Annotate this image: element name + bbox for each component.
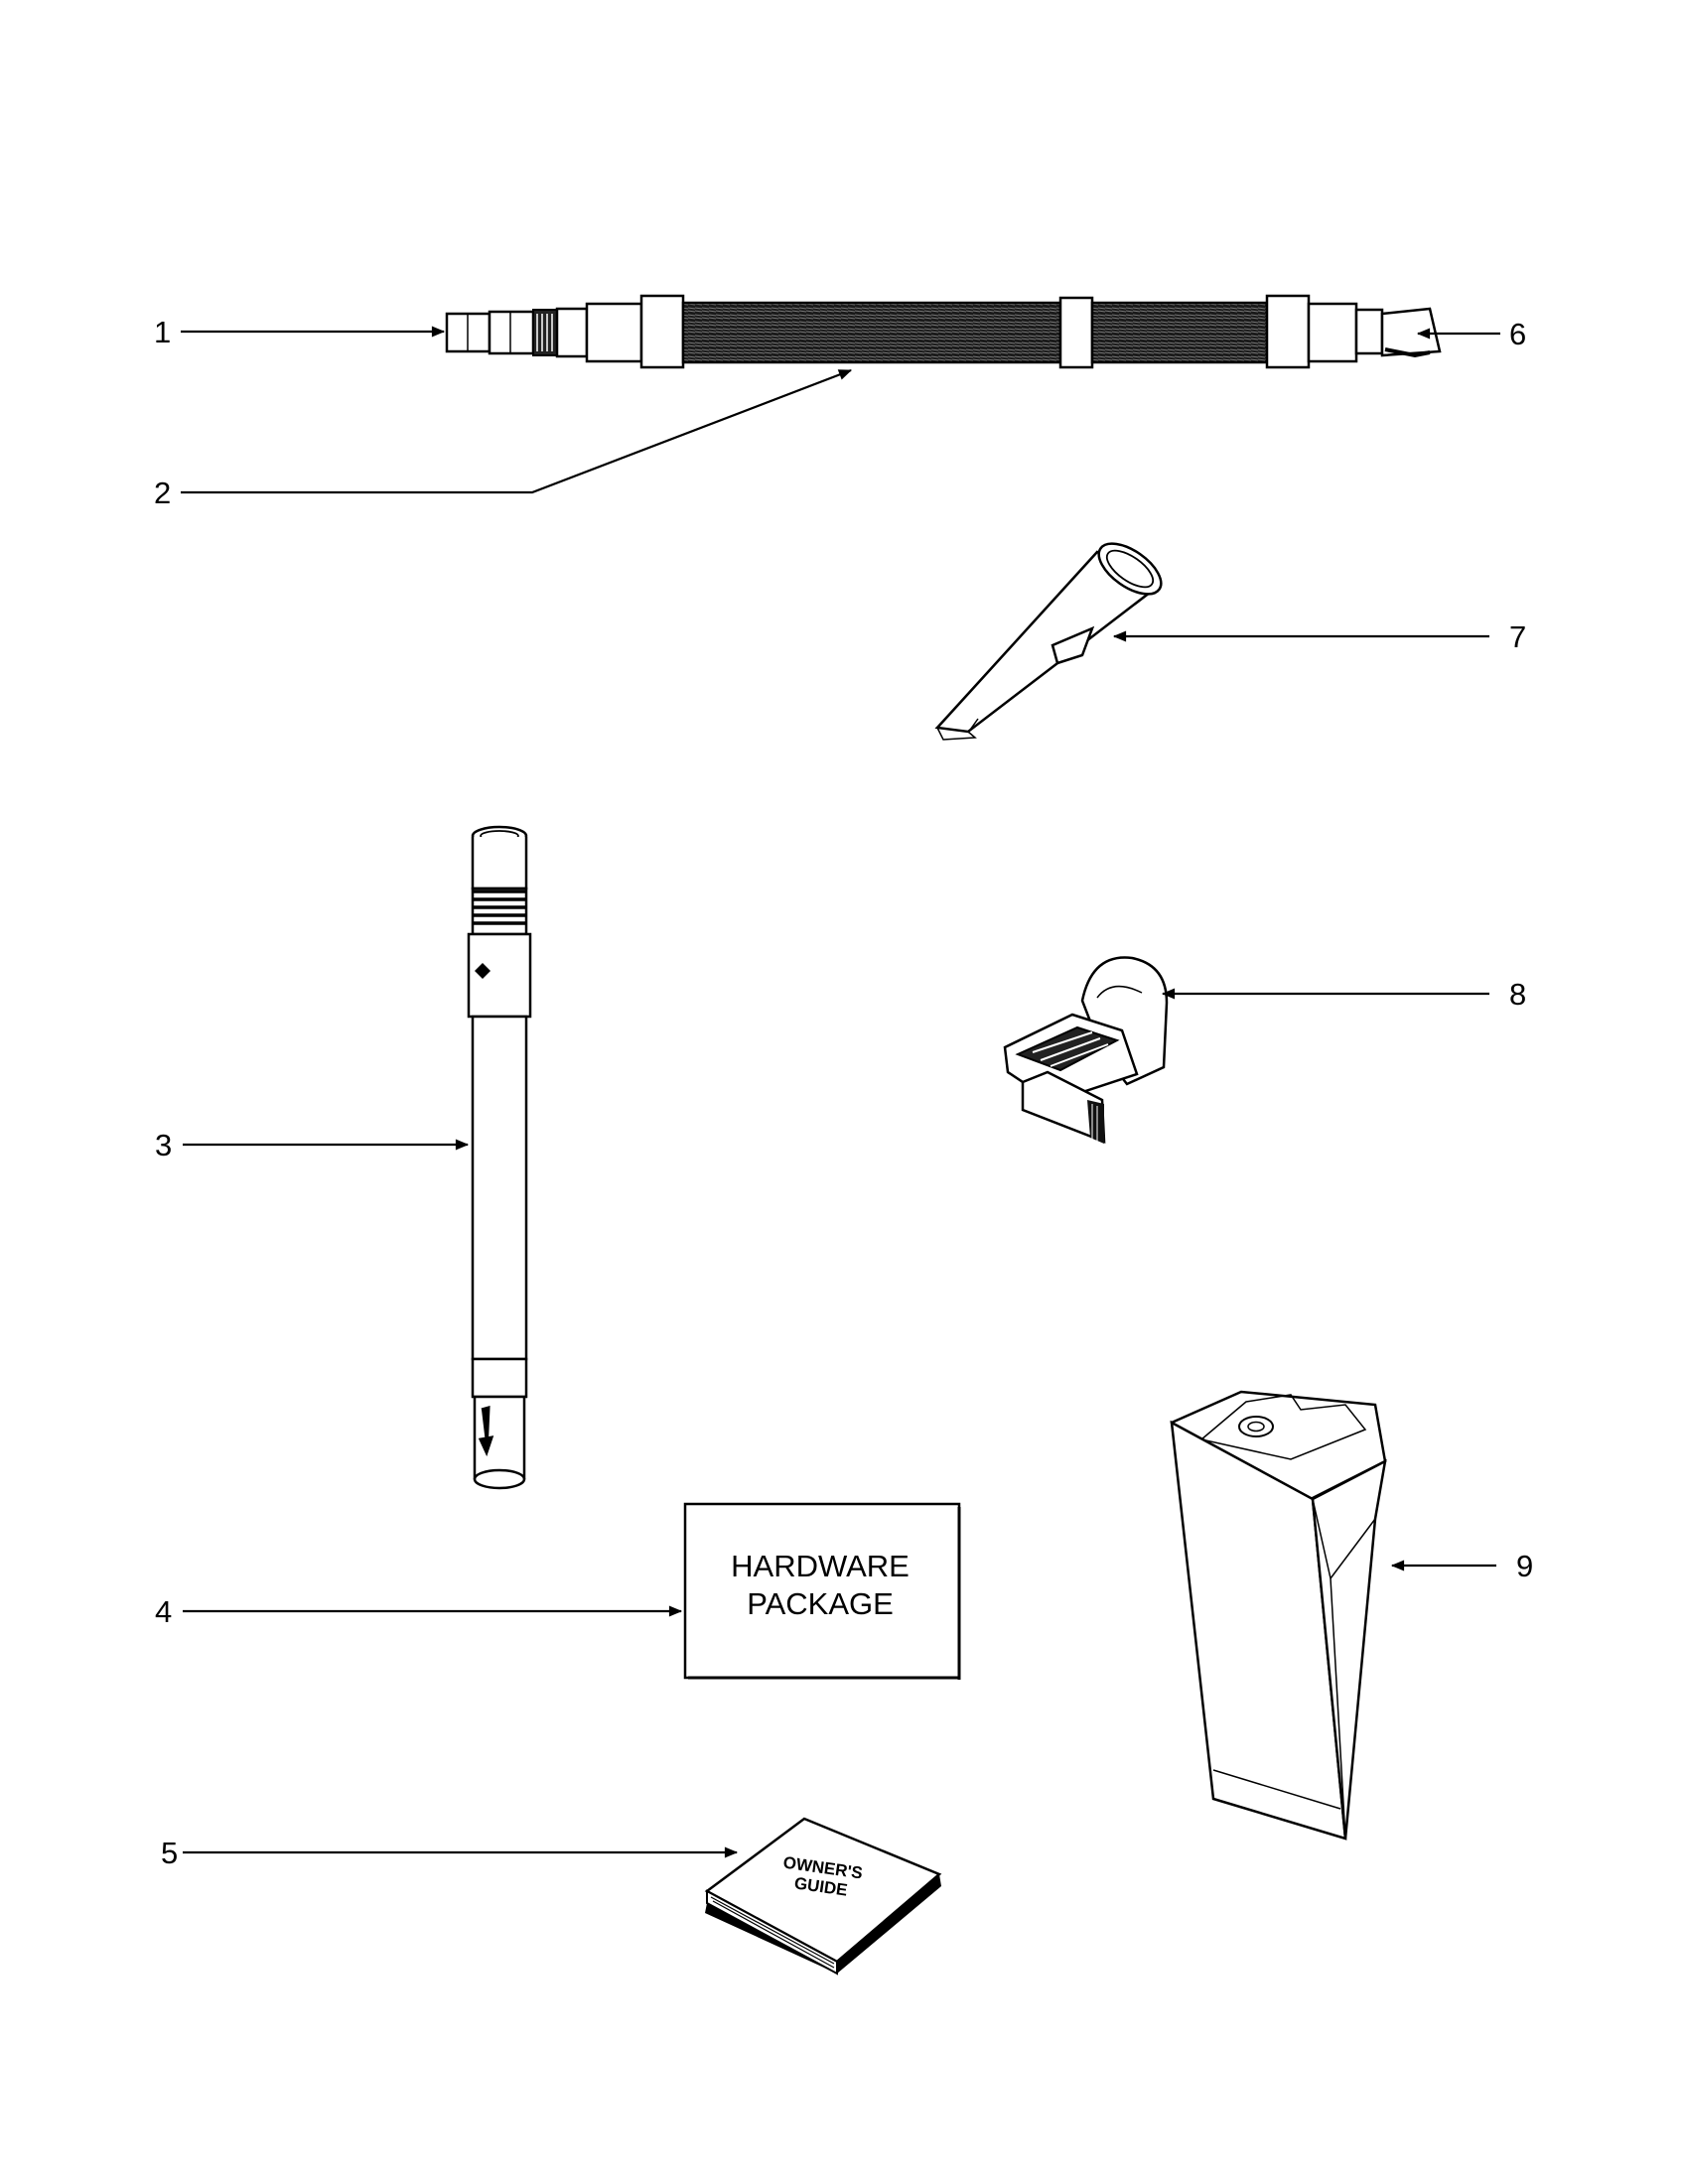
crevice-tool-part bbox=[934, 542, 1163, 741]
callout-7: 7 bbox=[1509, 619, 1526, 654]
callout-9: 9 bbox=[1516, 1549, 1533, 1583]
callout-3: 3 bbox=[155, 1128, 172, 1162]
leader-lines bbox=[181, 326, 1500, 1858]
callout-numbers: 1 2 3 4 5 6 7 8 9 bbox=[154, 315, 1533, 1870]
wand-part bbox=[467, 825, 532, 1490]
owners-guide-part: OWNER'S GUIDE bbox=[704, 1817, 942, 1976]
upholstery-nozzle-part bbox=[1003, 956, 1169, 1144]
hardware-package-line1: HARDWARE bbox=[731, 1549, 910, 1583]
hardware-package-part: HARDWARE PACKAGE bbox=[683, 1502, 961, 1680]
hose-part bbox=[445, 294, 1442, 369]
callout-2: 2 bbox=[154, 476, 171, 510]
hardware-package-line2: PACKAGE bbox=[747, 1586, 894, 1621]
callout-1: 1 bbox=[154, 315, 171, 349]
callout-6: 6 bbox=[1509, 317, 1526, 351]
callout-8: 8 bbox=[1509, 977, 1526, 1012]
callout-5: 5 bbox=[161, 1836, 178, 1870]
callout-4: 4 bbox=[155, 1594, 172, 1629]
leader-line-2 bbox=[181, 368, 853, 494]
dust-bag-part bbox=[1170, 1390, 1387, 1841]
